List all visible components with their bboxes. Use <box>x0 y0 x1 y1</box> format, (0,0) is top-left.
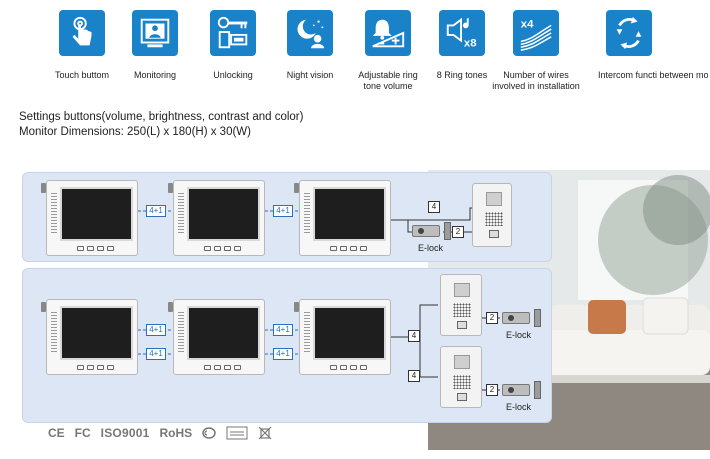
monitor-buttons <box>204 365 241 370</box>
feature-ring-volume: Adjustable ring tone volume <box>342 10 434 92</box>
monitor-buttons <box>77 365 114 370</box>
call-button <box>457 321 467 329</box>
monitor-screen <box>187 306 260 360</box>
feature-caption: Unlocking <box>213 70 253 80</box>
tile-text: x8 <box>464 37 477 49</box>
speaker-grille <box>304 193 310 233</box>
key-unlock-icon <box>210 10 256 56</box>
wire-badge: 4+1 <box>273 324 293 336</box>
monitor-buttons <box>77 246 114 251</box>
power-plug-icon <box>294 302 299 312</box>
call-button <box>457 393 467 401</box>
outdoor-door-station <box>440 346 482 408</box>
monitor-screen <box>187 187 260 241</box>
wire-count-box: 4 <box>408 370 420 382</box>
outdoor-door-station <box>472 183 512 247</box>
wire-badge: 4+1 <box>146 324 166 336</box>
feature-intercom: Intercom functi between monit <box>598 10 710 81</box>
feature-caption: Intercom functi between monit <box>598 70 708 80</box>
spec-settings-line: Settings buttons(volume, brightness, con… <box>19 111 304 123</box>
indoor-monitor <box>168 299 265 375</box>
monitor-buttons <box>204 246 241 251</box>
spec-text: Settings buttons(volume, brightness, con… <box>19 110 303 140</box>
outdoor-door-station <box>440 274 482 336</box>
monitor-screen <box>313 187 386 241</box>
wire-badge: 4+1 <box>273 348 293 360</box>
wires-icon: x4 <box>513 10 559 56</box>
lock-wire-count-box: 2 <box>452 226 464 238</box>
spec-dimensions-line: Monitor Dimensions: 250(L) x 180(H) x 30… <box>19 126 251 138</box>
electric-lock-icon <box>412 222 452 240</box>
lock-wire-count-box: 2 <box>486 312 498 324</box>
electric-lock-icon <box>502 309 542 327</box>
tile-text: x4 <box>521 18 534 30</box>
feature-wires: x4 Number of wires involved in installat… <box>490 10 582 92</box>
feature-monitoring: Monitoring <box>109 10 201 81</box>
feature-caption: 8 Ring tones <box>436 70 488 80</box>
intercom-arrows-icon <box>606 10 652 56</box>
speaker-grille <box>51 312 57 352</box>
feature-caption: Adjustable ring tone volume <box>358 70 418 91</box>
call-button <box>489 230 499 238</box>
elock-label: E-lock <box>418 243 444 253</box>
indoor-monitor <box>41 299 138 375</box>
feature-caption: Touch buttom <box>54 70 110 80</box>
iso-mark: ISO9001 <box>100 426 150 440</box>
monitor-buttons <box>330 365 367 370</box>
wire-badge: 4+1 <box>273 205 293 217</box>
indoor-monitor <box>168 180 265 256</box>
wire-count-box: 4 <box>428 201 440 213</box>
indoor-monitor <box>41 180 138 256</box>
indoor-monitor <box>294 299 391 375</box>
speaker-grille <box>178 312 184 352</box>
feature-caption: Number of wires involved in installation <box>492 70 580 91</box>
certification-marks: CE FC ISO9001 RoHS <box>48 426 272 440</box>
feature-touch: Touch buttom <box>36 10 128 81</box>
monitor-screen <box>60 306 133 360</box>
speaker-grille <box>51 193 57 233</box>
lock-wire-count-box: 2 <box>486 384 498 396</box>
fcc-mark: FC <box>74 426 91 440</box>
bell-volume-icon <box>365 10 411 56</box>
elock-label: E-lock <box>506 402 532 412</box>
electric-lock-icon <box>502 381 542 399</box>
speaker-grille <box>485 212 503 226</box>
weee-bin-icon <box>258 426 272 440</box>
speaker-note-icon: x8 <box>439 10 485 56</box>
monitor-screen <box>313 306 386 360</box>
power-plug-icon <box>294 183 299 193</box>
touch-hand-icon <box>59 10 105 56</box>
indoor-monitor <box>294 180 391 256</box>
speaker-grille <box>453 375 471 389</box>
ce-mark: CE <box>48 426 65 440</box>
feature-unlocking: Unlocking <box>187 10 279 81</box>
moon-night-icon <box>287 10 333 56</box>
camera-lens <box>454 283 470 297</box>
monitor-buttons <box>330 246 367 251</box>
feature-caption: Monitoring <box>133 70 177 80</box>
speaker-grille <box>453 303 471 317</box>
feature-night-vision: Night vision <box>264 10 356 81</box>
power-plug-icon <box>41 302 46 312</box>
feature-ring-tones: x8 8 Ring tones <box>416 10 508 81</box>
power-plug-icon <box>41 183 46 193</box>
camera-lens <box>486 192 502 206</box>
tuv-logo-icon <box>226 426 248 440</box>
ccc-logo-icon <box>202 427 216 439</box>
feature-caption: Night vision <box>286 70 334 80</box>
power-plug-icon <box>168 183 173 193</box>
wire-badge: 4+1 <box>146 205 166 217</box>
wire-badge: 4+1 <box>146 348 166 360</box>
wire-count-box: 4 <box>408 330 420 342</box>
feature-icon-row: Touch buttom Monitoring Unlocking N <box>0 10 710 100</box>
speaker-grille <box>304 312 310 352</box>
monitor-person-icon <box>132 10 178 56</box>
elock-label: E-lock <box>506 330 532 340</box>
rohs-mark: RoHS <box>159 426 193 440</box>
monitor-screen <box>60 187 133 241</box>
camera-lens <box>454 355 470 369</box>
power-plug-icon <box>168 302 173 312</box>
speaker-grille <box>178 193 184 233</box>
